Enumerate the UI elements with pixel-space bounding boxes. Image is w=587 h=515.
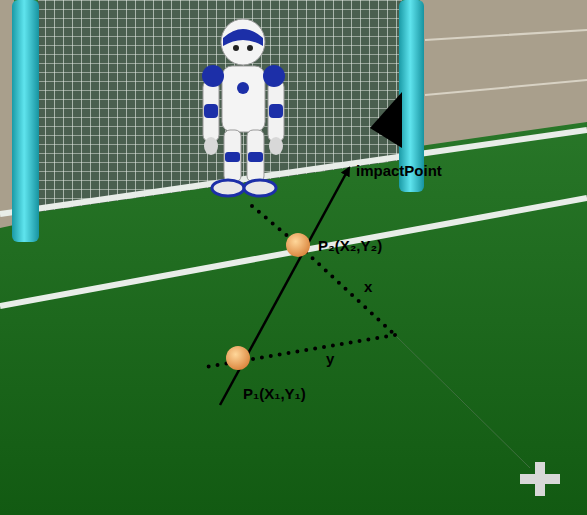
- dotted-construction: [200, 206, 395, 368]
- field-cross: [520, 462, 560, 496]
- goal-net: [38, 0, 402, 212]
- annotation-label: P₂(X₂,Y₂): [318, 238, 382, 255]
- annotation-label: impactPoint: [356, 163, 442, 180]
- wall-rail: [425, 30, 587, 95]
- impact-marker: [370, 92, 402, 148]
- annotation-label: y: [326, 351, 334, 368]
- goal-back: [38, 0, 402, 212]
- annotation-label: x: [364, 279, 372, 296]
- ball: [286, 233, 310, 257]
- back-wall: [420, 0, 587, 146]
- guide-line: [395, 335, 530, 468]
- trajectory-arrow: [220, 168, 349, 405]
- nao-robot: [202, 19, 285, 196]
- goal-line: [0, 130, 587, 214]
- annotation-label: P₁(X₁,Y₁): [243, 386, 306, 403]
- penalty-line: [0, 198, 587, 306]
- goal-post: [12, 0, 39, 242]
- back-wall: [0, 0, 14, 228]
- ball: [226, 346, 250, 370]
